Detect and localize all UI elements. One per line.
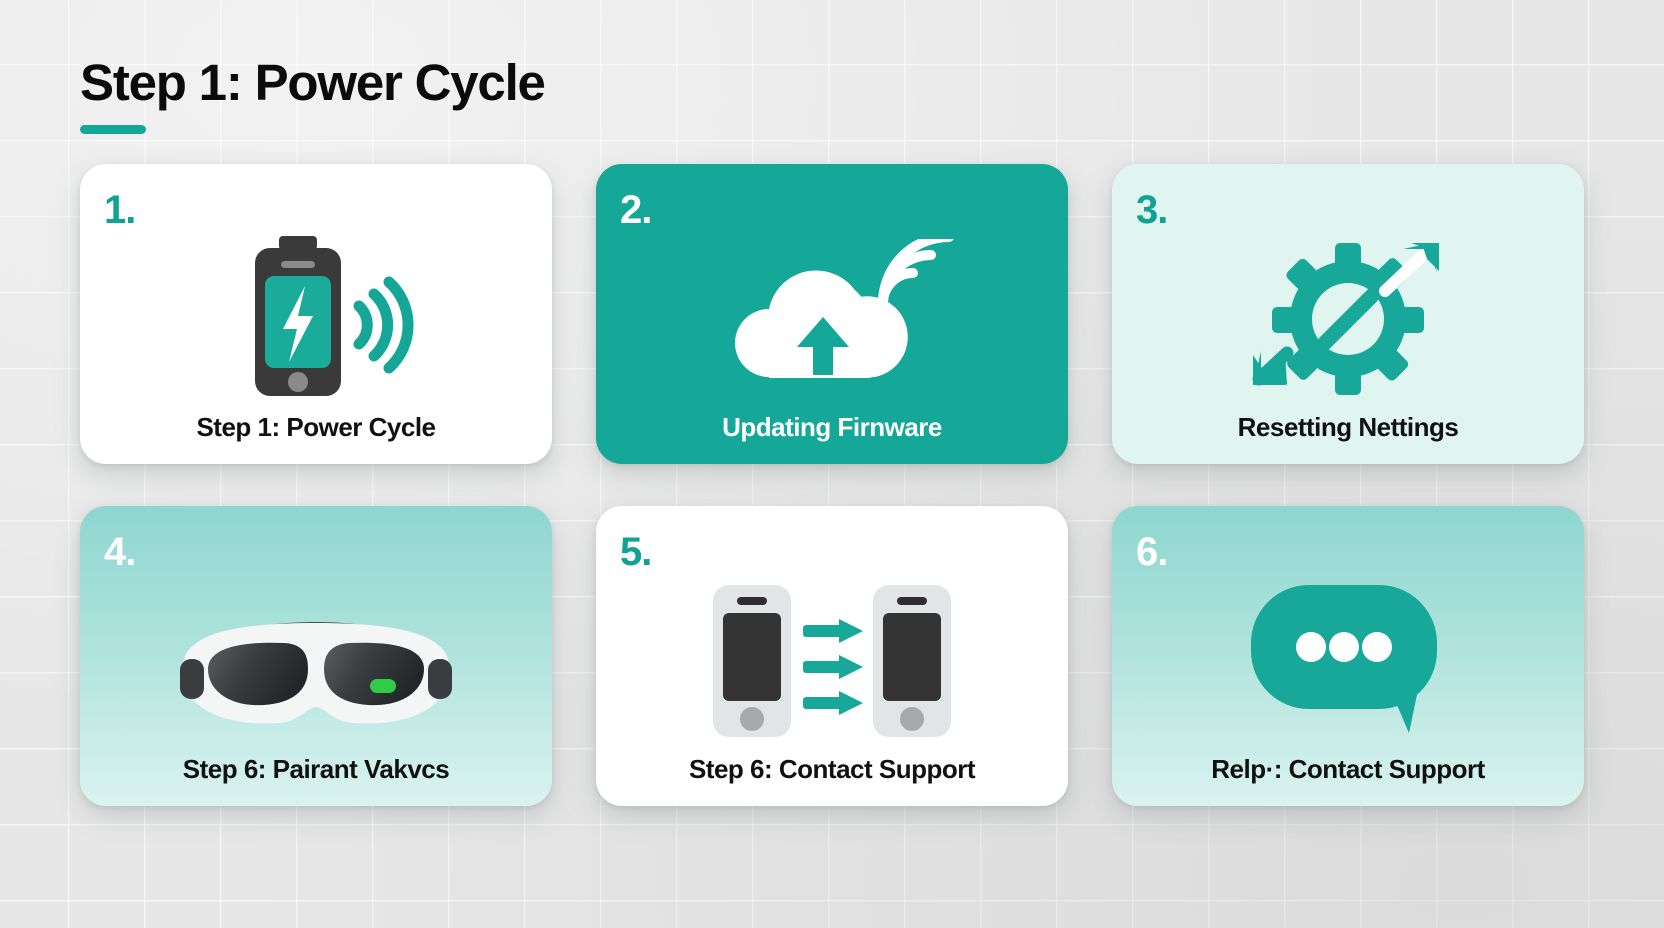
step-number-3: 3. [1136, 188, 1168, 233]
step-card-grid: 1. [80, 164, 1584, 807]
step-card-6[interactable]: 6. Relp·: Contact Support [1112, 506, 1584, 807]
step-caption-5: Step 6: Contact Support [688, 754, 976, 785]
step-caption-3: Resetting Nettings [1237, 412, 1459, 443]
page-header: Step 1: Power Cycle [80, 54, 1584, 135]
title-accent-rule [80, 125, 146, 135]
gear-reset-arrows-icon [1136, 224, 1560, 413]
chat-bubble-dots-icon [1136, 566, 1560, 755]
step-number-5: 5. [620, 530, 652, 575]
step-number-1: 1. [104, 188, 136, 233]
step-caption-2: Updating Firnware [722, 412, 942, 443]
step-card-5[interactable]: 5. [596, 506, 1068, 807]
step-number-4: 4. [104, 530, 136, 575]
step-caption-1: Step 1: Power Cycle [196, 412, 436, 443]
step-card-1[interactable]: 1. [80, 164, 552, 465]
step-card-2[interactable]: 2. Updating Firnware [596, 164, 1068, 465]
phone-to-phone-transfer-icon [620, 566, 1044, 755]
phone-battery-charging-icon [104, 224, 528, 413]
vr-headset-icon [104, 566, 528, 755]
page-title: Step 1: Power Cycle [80, 54, 546, 111]
step-card-4[interactable]: 4. [80, 506, 552, 807]
step-number-6: 6. [1136, 530, 1168, 575]
cloud-upload-wifi-icon [620, 224, 1044, 413]
step-number-2: 2. [620, 188, 652, 233]
step-caption-6: Relp·: Contact Support [1211, 754, 1485, 785]
step-caption-4: Step 6: Pairant Vakvcs [182, 754, 450, 785]
step-card-3[interactable]: 3. [1112, 164, 1584, 465]
